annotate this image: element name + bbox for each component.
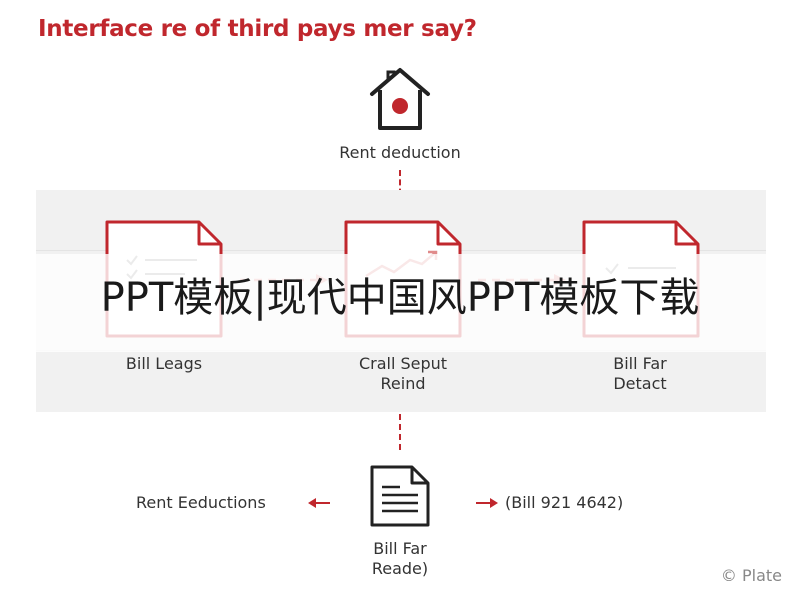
top-node-label: Rent deduction [339, 143, 461, 162]
flow-step-2-label-line2: Reind [380, 374, 426, 393]
caption-backdrop [0, 254, 800, 352]
connector-bottom [399, 414, 401, 450]
flow-step-2-label: Crall Seput Reind [323, 354, 483, 394]
bottom-node-label: Bill Far Reade) [320, 539, 480, 579]
flow-step-3-label-line2: Detact [613, 374, 667, 393]
house-icon [370, 68, 430, 130]
arrow-right-icon [474, 495, 500, 511]
bottom-node [370, 465, 430, 527]
diagram-title: Interface re of third pays mer say? [38, 16, 477, 42]
arrow-left-icon [306, 495, 332, 511]
overlay-caption: PPT模板|现代中国风PPT模板下载 [100, 275, 700, 321]
flow-step-1-label: Bill Leags [84, 354, 244, 374]
bottom-node-label-line1: Bill Far [373, 539, 427, 558]
bottom-left-label: Rent Eeductions [136, 493, 266, 512]
flow-step-2-label-line1: Crall Seput [358, 354, 448, 373]
bottom-node-label-line2: Reade) [371, 559, 429, 578]
flow-step-3-label: Bill Far Detact [560, 354, 720, 394]
bottom-right-label: (Bill 921 4642) [505, 493, 624, 512]
document-icon [370, 465, 430, 527]
flow-step-1-label-line1: Bill Leags [125, 354, 203, 373]
connector-top [399, 170, 401, 204]
flow-step-3-label-line1: Bill Far [613, 354, 667, 373]
top-node [358, 66, 442, 132]
watermark: © Plate [720, 566, 782, 585]
